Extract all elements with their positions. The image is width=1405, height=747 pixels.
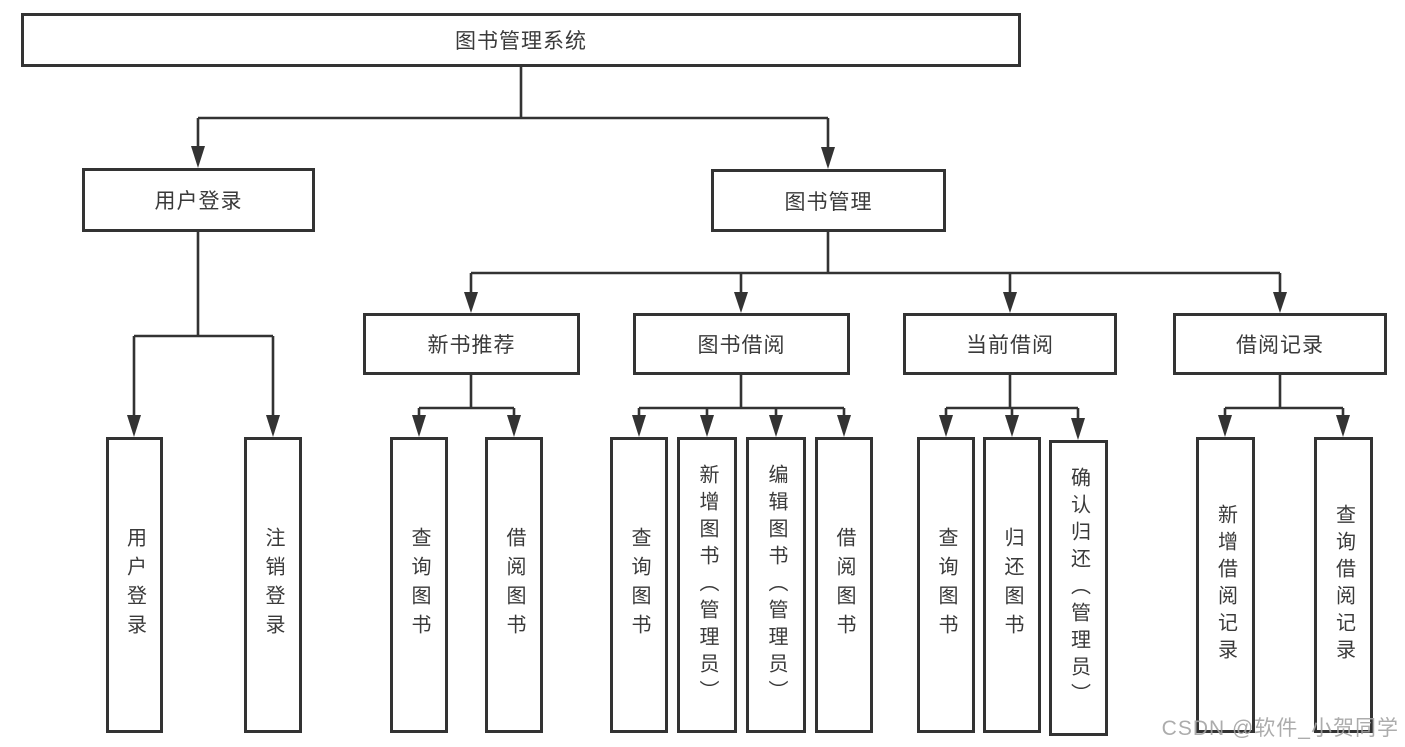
- leaf-query-books-recommend: 查询图书: [390, 437, 448, 733]
- leaf-label: 查询借阅记录: [1332, 504, 1355, 666]
- leaf-borrow-books: 借阅图书: [815, 437, 873, 733]
- leaf-label: 归还图书: [1001, 527, 1023, 643]
- leaf-borrow-books-recommend: 借阅图书: [485, 437, 543, 733]
- node-new-book-recommend: 新书推荐: [363, 313, 580, 375]
- node-root: 图书管理系统: [21, 13, 1021, 67]
- leaf-edit-book-admin: 编辑图书（管理员）: [746, 437, 806, 733]
- node-current-borrow: 当前借阅: [903, 313, 1117, 375]
- leaf-label: 新增借阅记录: [1214, 504, 1237, 666]
- leaf-add-borrow-record: 新增借阅记录: [1196, 437, 1255, 733]
- node-book-borrow: 图书借阅: [633, 313, 850, 375]
- leaf-label: 编辑图书（管理员）: [765, 463, 787, 707]
- csdn-watermark: CSDN @软件_小贺同学: [1161, 717, 1399, 740]
- leaf-logout: 注销登录: [244, 437, 302, 733]
- node-book-management: 图书管理: [711, 169, 946, 232]
- leaf-label: 新增图书（管理员）: [696, 463, 718, 707]
- leaf-query-books-borrow: 查询图书: [610, 437, 668, 733]
- leaf-label: 查询图书: [935, 527, 957, 643]
- leaf-return-book: 归还图书: [983, 437, 1041, 733]
- leaf-query-borrow-record: 查询借阅记录: [1314, 437, 1373, 733]
- leaf-confirm-return-admin: 确认归还（管理员）: [1049, 440, 1108, 736]
- leaf-label: 用户登录: [123, 527, 146, 643]
- leaf-label: 借阅图书: [833, 527, 855, 643]
- leaf-label: 借阅图书: [503, 527, 525, 643]
- node-borrow-records: 借阅记录: [1173, 313, 1387, 375]
- leaf-user-login: 用户登录: [106, 437, 163, 733]
- leaf-label: 注销登录: [262, 527, 284, 643]
- leaf-label: 确认归还（管理员）: [1067, 466, 1090, 710]
- leaf-query-books-current: 查询图书: [917, 437, 975, 733]
- leaf-label: 查询图书: [628, 527, 650, 643]
- leaf-add-book-admin: 新增图书（管理员）: [677, 437, 737, 733]
- leaf-label: 查询图书: [408, 527, 430, 643]
- node-user-login: 用户登录: [82, 168, 315, 232]
